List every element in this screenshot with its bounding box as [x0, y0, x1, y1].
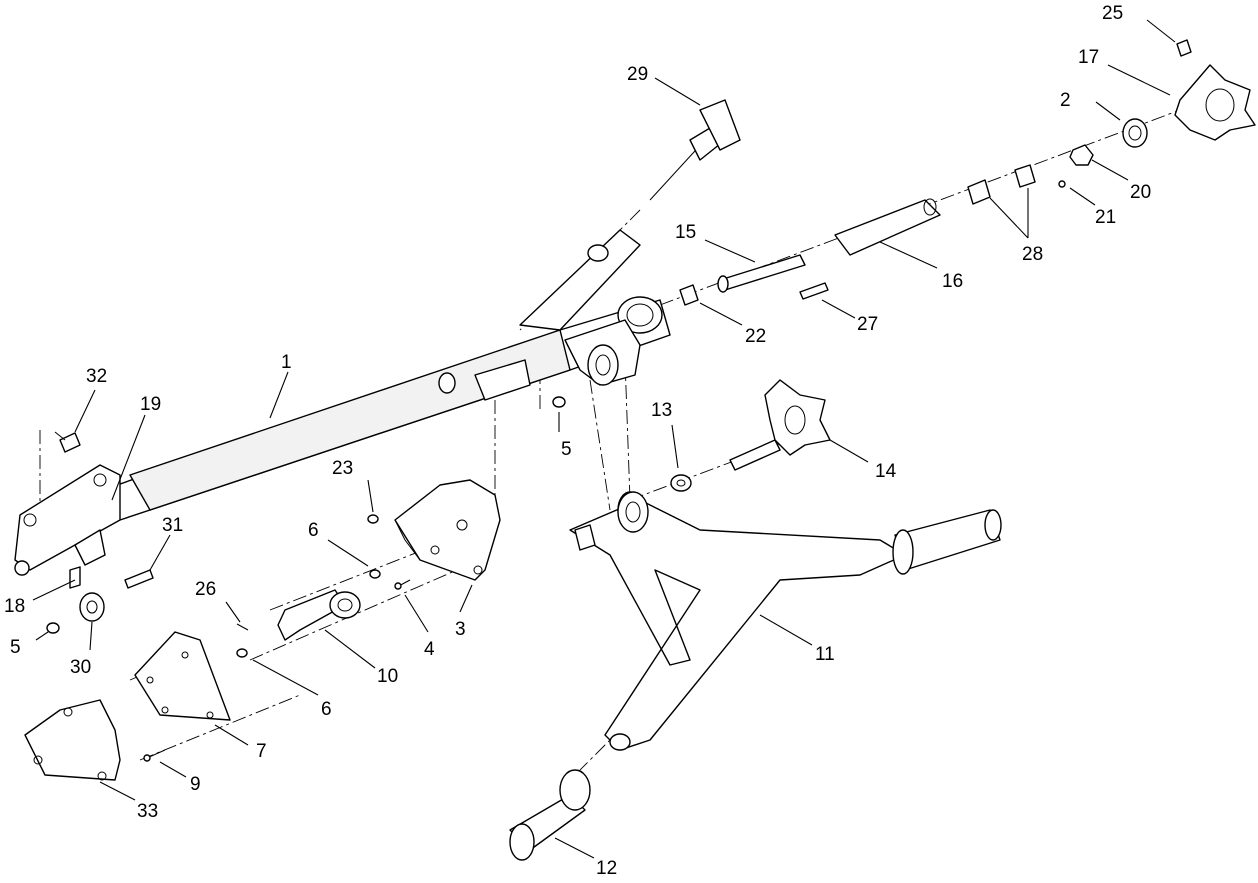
callout-27: 27: [857, 314, 878, 335]
part-13-washer: [670, 474, 692, 492]
part-17-knob: [1174, 64, 1256, 141]
part-31-bolt: [124, 569, 154, 589]
callout-23: 23: [332, 458, 353, 479]
callout-26: 26: [195, 579, 216, 600]
part-22-square-nut: [679, 284, 699, 306]
callout-11: 11: [815, 644, 835, 665]
callout-20: 20: [1130, 182, 1151, 203]
part-25-setscrew: [1176, 39, 1192, 57]
callout-9: 9: [190, 774, 201, 795]
part-5-nut-upper: [552, 396, 566, 408]
gear-wheels: [587, 344, 649, 533]
callout-22: 22: [745, 326, 766, 347]
part-32-bolt: [54, 431, 81, 453]
part-27-pin: [799, 282, 829, 300]
callout-31: 31: [162, 515, 183, 536]
callout-14: 14: [875, 461, 897, 482]
callout-4: 4: [424, 639, 435, 660]
callout-32: 32: [86, 366, 107, 387]
part-20-nut: [1069, 144, 1094, 166]
part-12-grip: [509, 769, 591, 861]
callout-12: 12: [596, 858, 617, 879]
part-18-linkage: [69, 529, 106, 589]
callout-13: 13: [651, 400, 672, 421]
callout-16: 16: [942, 271, 963, 292]
callout-15: 15: [675, 222, 696, 243]
part-29-cable-handle: [649, 99, 741, 201]
part-7-cover-plate: [134, 631, 231, 721]
callout-10: 10: [377, 666, 398, 687]
part-3-bracket-plate: [394, 479, 501, 581]
part-21-setscrew: [1058, 180, 1066, 188]
part-1-main-frame: [14, 229, 671, 576]
part-15-shaft: [717, 254, 806, 293]
part-9-screw: [143, 749, 166, 762]
callout-3: 3: [455, 619, 466, 640]
callout-6-upper: 6: [308, 520, 319, 541]
part-30-roller: [79, 592, 105, 622]
callout-leaders: [32, 19, 1176, 859]
callout-5-upper: 5: [561, 439, 572, 460]
part-4-screw: [394, 579, 411, 590]
part-23-nut: [367, 514, 379, 524]
callout-30: 30: [70, 657, 91, 678]
part-11-handle-frame: [569, 491, 1002, 751]
part-26-pin: [236, 623, 249, 631]
part-16-sleeve: [834, 198, 941, 256]
callout-7: 7: [256, 741, 267, 762]
callout-18: 18: [4, 596, 25, 617]
callout-19: 19: [140, 394, 161, 415]
part-33-decal: [24, 699, 121, 781]
callout-5-lower: 5: [10, 637, 21, 658]
part-2-bearing: [1122, 118, 1148, 148]
callout-25: 25: [1102, 3, 1123, 24]
part-6-nut-lower: [236, 648, 248, 658]
part-14-knob-bolt: [729, 379, 831, 471]
part-5-nut-lower: [46, 622, 60, 634]
callout-33: 33: [137, 801, 158, 822]
callout-28: 28: [1022, 244, 1043, 265]
part-6-nut-upper: [369, 569, 381, 579]
callout-1: 1: [281, 352, 292, 373]
part-28-square-nuts: [967, 164, 1036, 205]
callout-21: 21: [1095, 207, 1116, 228]
callout-17: 17: [1078, 47, 1099, 68]
callout-labels: 1 2 3 4 5 5 6 6 7 9 10 11 12 13 14 15 16…: [4, 3, 1151, 879]
part-10-lever: [277, 589, 361, 641]
callout-2: 2: [1060, 90, 1071, 111]
callout-6-lower: 6: [321, 699, 332, 720]
callout-29: 29: [627, 64, 648, 85]
